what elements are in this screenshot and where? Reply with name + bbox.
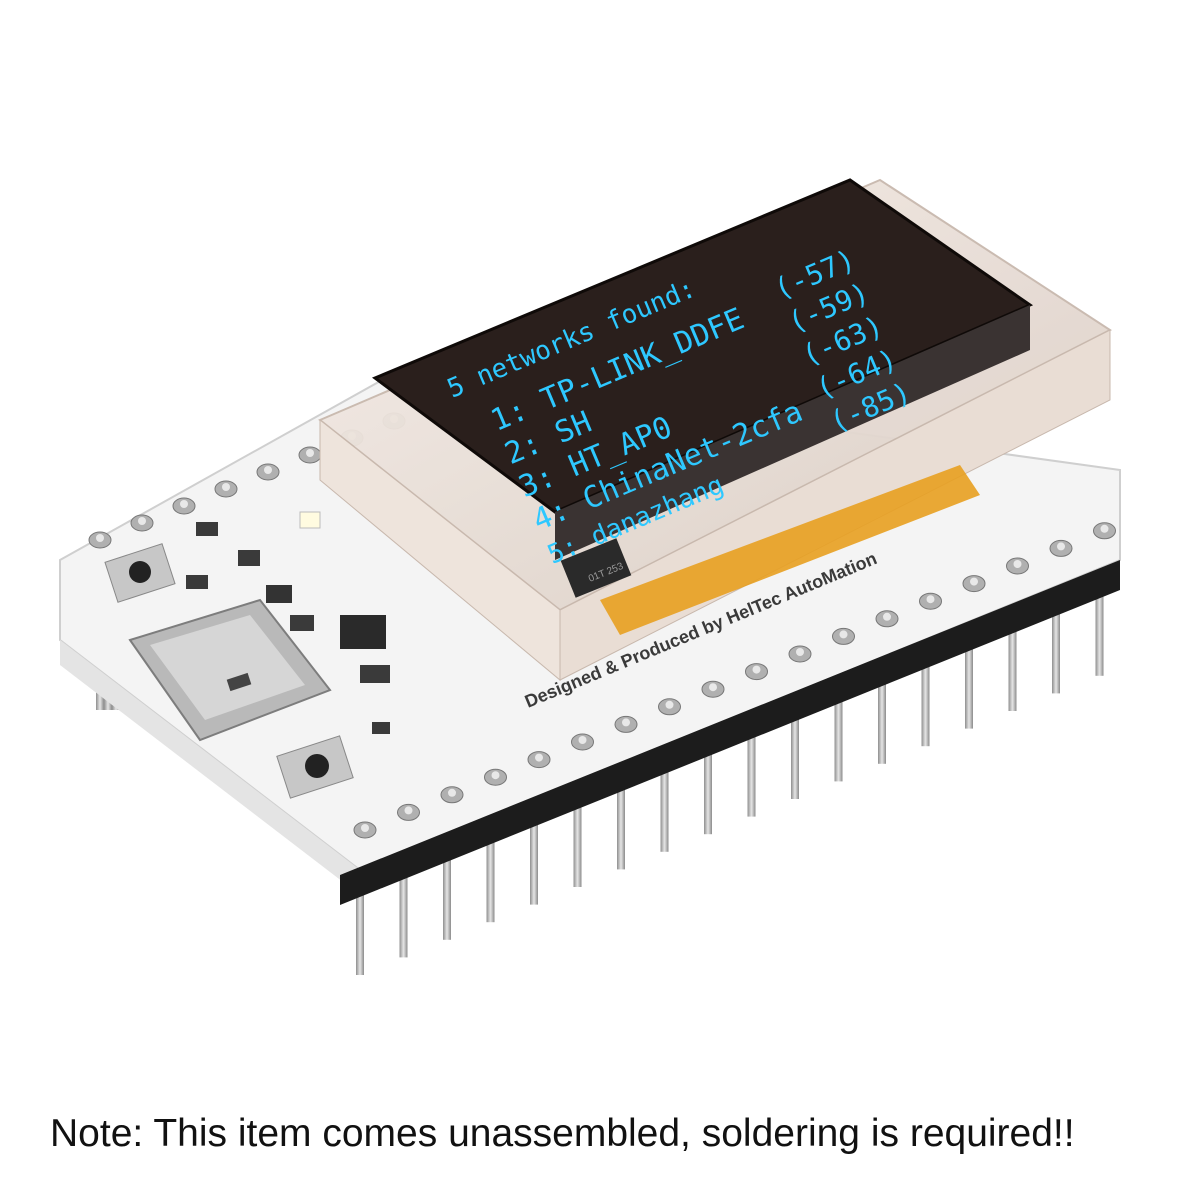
- pin-tip: [709, 683, 717, 692]
- pin-tip: [491, 771, 500, 780]
- pin-tip: [1013, 560, 1022, 568]
- reset-button: [104, 543, 176, 603]
- product-photo: Designed & Produced by HelTec AutoMation…: [59, 178, 1121, 975]
- pin-tip: [404, 806, 413, 815]
- header-pin: [1052, 598, 1060, 694]
- front-pin-header: [356, 580, 1104, 975]
- pin-tip: [622, 718, 630, 727]
- header-pin: [356, 880, 364, 975]
- pin-tip: [138, 517, 146, 525]
- pin-tip: [535, 753, 543, 762]
- header-pin: [486, 827, 495, 923]
- flex-cable: [600, 465, 980, 635]
- pin-tip: [96, 534, 104, 542]
- header-pin: [878, 668, 886, 764]
- pin-tip: [970, 577, 978, 586]
- header-pin: [530, 809, 538, 905]
- header-pin: [660, 756, 669, 852]
- header-pin: [921, 651, 930, 747]
- header-pin: [573, 792, 582, 887]
- pin-tip: [448, 788, 456, 797]
- pin-tip: [1100, 524, 1109, 533]
- pin-tip: [264, 466, 272, 474]
- pin-tip: [1057, 542, 1065, 551]
- header-pin: [747, 721, 756, 817]
- smd-components: [186, 511, 390, 734]
- header-pin: [443, 844, 451, 940]
- pin-tip: [926, 595, 935, 604]
- header-pin: [965, 633, 973, 729]
- header-pin: [399, 862, 408, 958]
- header-pin: [834, 686, 843, 782]
- front-header-strip: [340, 560, 1120, 905]
- header-pin: [1008, 616, 1017, 711]
- header-pin: [791, 704, 799, 799]
- pin-tip: [883, 612, 891, 621]
- header-pin: [617, 774, 625, 870]
- pin-tip: [306, 449, 314, 457]
- pin-tip: [578, 736, 587, 744]
- pin-tip: [361, 824, 369, 832]
- pin-tip: [796, 648, 804, 656]
- pin-tip: [839, 630, 848, 639]
- pin-tip: [752, 665, 761, 674]
- micro-usb-port: [128, 598, 332, 742]
- pin-tip: [665, 700, 674, 709]
- assembly-note: Note: This item comes unassembled, solde…: [50, 1112, 1075, 1155]
- pin-tip: [222, 483, 230, 491]
- pin-tip: [180, 500, 188, 508]
- header-pin: [704, 739, 712, 835]
- prg-button: [276, 735, 354, 799]
- header-pin: [1095, 580, 1104, 676]
